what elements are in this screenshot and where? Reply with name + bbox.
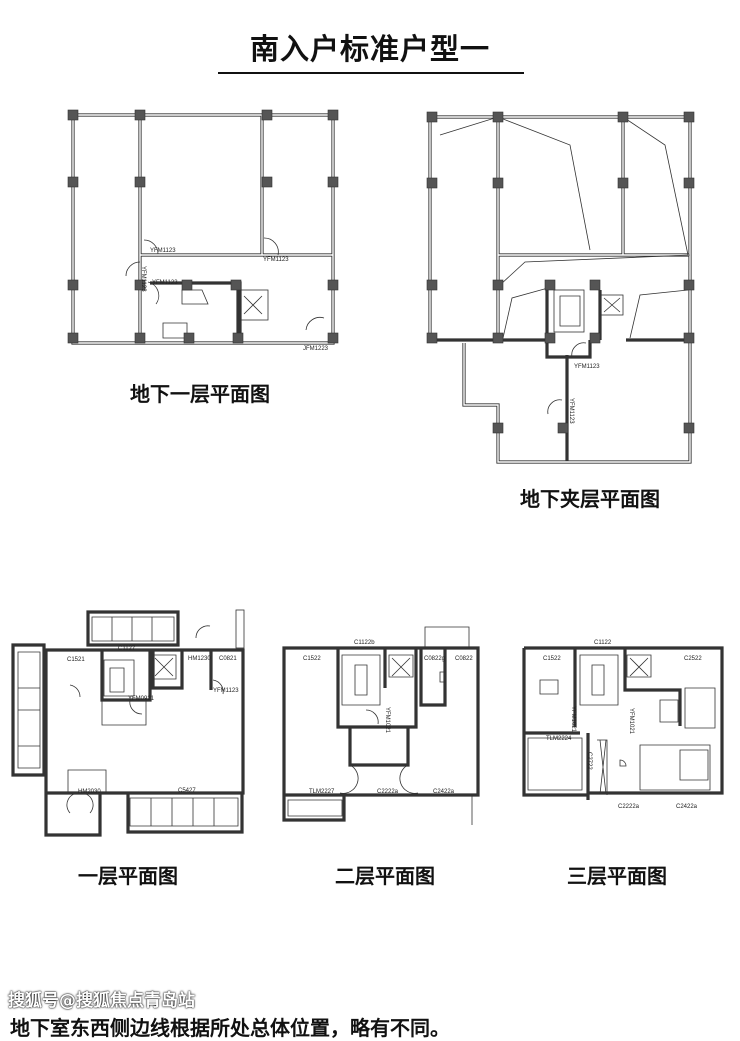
plan-floor-3: C1122 C1522 C2522 TLM2224 YFM1021 YFM102…	[522, 640, 724, 810]
window-tag: C2222a	[377, 789, 399, 795]
door-tag: YFM1123	[263, 257, 289, 263]
plan-floor-1: C1521 C1127 HM1230 C0821 YFM1123 YFM0921…	[11, 609, 245, 837]
window-tag: C1122	[594, 640, 612, 646]
plan-label-basement-1: 地下一层平面图	[130, 382, 270, 406]
window-tag: C1522	[543, 656, 561, 662]
plan-label-floor-2: 二层平面图	[335, 864, 435, 888]
footer-note: 地下室东西侧边线根据所处总体位置，略有不同。	[10, 1016, 450, 1040]
plan-floor-2: C1122b C1522 C0822g C0822 YFM1021 TLM222…	[282, 626, 480, 825]
door-tag: YFM1021	[384, 707, 390, 734]
door-tag: YFM1021	[628, 708, 634, 735]
window-tag: C0822	[455, 656, 473, 662]
plan-basement-1: YFM1123 YFM1123 YFM1123 YFM1123 JFM1223	[67, 109, 339, 352]
title-underline	[218, 72, 524, 74]
window-tag: C0822g	[424, 656, 445, 662]
door-tag: HM1230	[188, 656, 211, 662]
window-tag: C1127	[118, 646, 136, 652]
door-tag: YFM1123	[574, 364, 600, 370]
watermark: 搜狐号@搜狐焦点青岛站	[8, 991, 195, 1011]
page-title: 南入户标准户型一	[249, 32, 490, 66]
door-tag: YFM1123	[140, 266, 146, 292]
window-tag: C2422a	[676, 804, 698, 810]
window-tag: C2522	[684, 656, 702, 662]
door-tag: TLM2227	[309, 789, 335, 795]
door-tag: YFM1123	[568, 398, 574, 424]
plan-basement-mezzanine: YFM1123 YFM1123	[426, 111, 695, 464]
plan-label-floor-3: 三层平面图	[567, 864, 667, 888]
window-tag: C2722	[586, 752, 592, 770]
door-tag: JFM1223	[303, 346, 329, 352]
window-tag: C1522	[303, 656, 321, 662]
plan-label-floor-1: 一层平面图	[78, 864, 178, 888]
window-tag: C0821	[219, 656, 237, 662]
door-tag: TLM2224	[546, 736, 572, 742]
window-tag: C5427	[178, 788, 196, 794]
door-tag: YFM1123	[150, 248, 176, 254]
window-tag: C1122b	[354, 640, 375, 646]
plan-label-mezzanine: 地下夹层平面图	[520, 487, 660, 511]
door-tag: YFM1123	[213, 688, 239, 694]
window-tag: C2422a	[433, 789, 455, 795]
door-tag: HM2030	[78, 789, 101, 795]
window-tag: C2222a	[618, 804, 640, 810]
door-tag: YFM0921	[128, 696, 155, 702]
door-tag: YFM1123	[152, 280, 178, 286]
window-tag: C1521	[67, 657, 85, 663]
door-tag: YFM1021	[570, 706, 576, 733]
